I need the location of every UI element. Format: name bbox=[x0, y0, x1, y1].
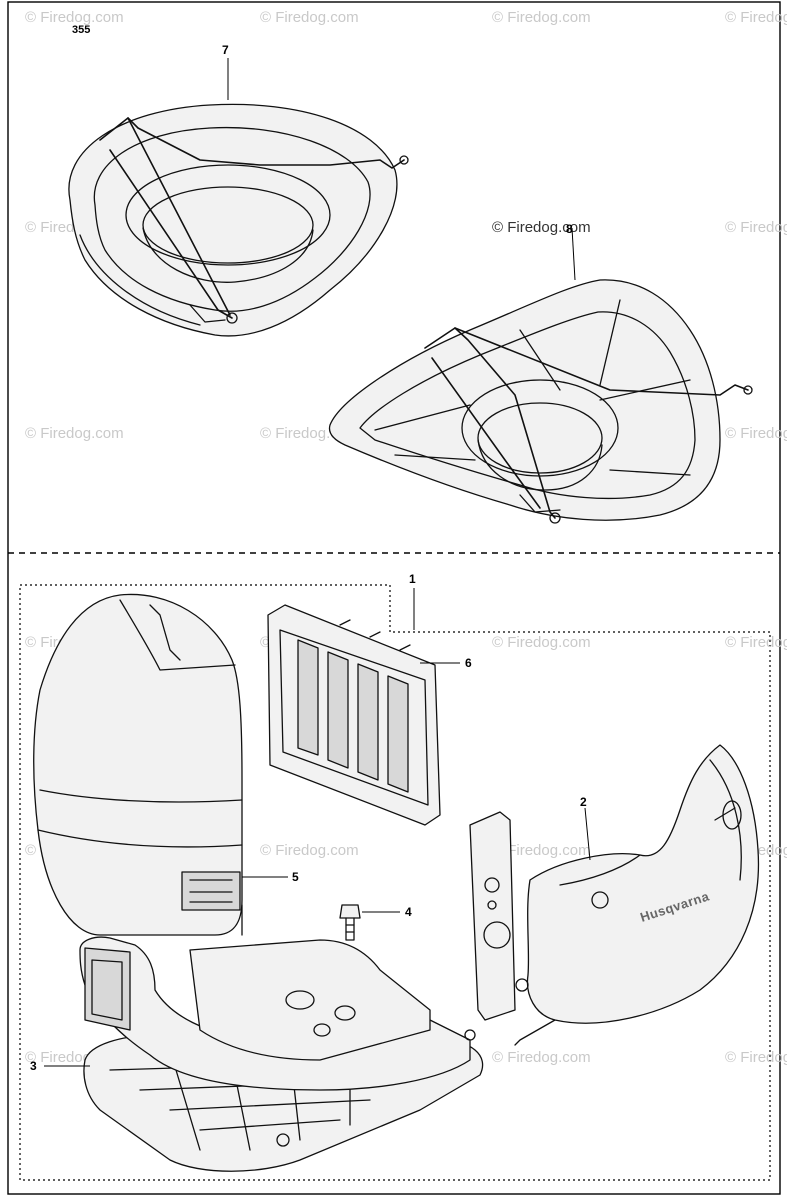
watermark: © Firedog.com bbox=[725, 425, 787, 442]
watermark: © Firedog.com bbox=[492, 219, 591, 236]
watermark: © Firedog.com bbox=[492, 9, 591, 26]
watermark: © Firedog.com bbox=[725, 634, 787, 651]
part-6-filter-element[interactable] bbox=[267, 604, 441, 826]
part-2-side-cover[interactable]: Husqvarna bbox=[469, 744, 760, 1046]
callout-2: 2 bbox=[580, 795, 587, 809]
part-4-screw[interactable] bbox=[339, 904, 361, 941]
callout-3: 3 bbox=[30, 1059, 37, 1073]
callout-1: 1 bbox=[409, 572, 416, 586]
part-7-filter-cover-oval[interactable] bbox=[68, 103, 409, 337]
watermark: © Firedog.com bbox=[260, 842, 359, 859]
outer-frame bbox=[7, 1, 781, 1195]
watermark: © Firedog.com bbox=[492, 634, 591, 651]
kit-boundary bbox=[19, 584, 771, 1181]
watermark: © Firedog.com bbox=[725, 219, 787, 236]
watermark: © Firedog.com bbox=[25, 9, 124, 26]
callout-7: 7 bbox=[222, 43, 229, 57]
watermark: © Firedog.com bbox=[725, 9, 787, 26]
callout-4: 4 bbox=[405, 905, 412, 919]
callout-5: 5 bbox=[292, 870, 299, 884]
watermark: © Firedog.com bbox=[725, 1049, 787, 1066]
callout-8: 8 bbox=[566, 222, 573, 236]
watermark: © Firedog.com bbox=[492, 1049, 591, 1066]
leader-8 bbox=[571, 227, 576, 281]
part-5-filter-housing[interactable] bbox=[33, 593, 243, 936]
leader-2 bbox=[584, 807, 591, 861]
watermark: © Firedog.com bbox=[260, 9, 359, 26]
part-3-filter-base[interactable] bbox=[79, 936, 484, 1172]
watermark: © Firedog.com bbox=[25, 425, 124, 442]
part-8-filter-cover-triangle[interactable] bbox=[328, 279, 753, 524]
watermark: © Firedog.com bbox=[492, 842, 591, 859]
callout-6: 6 bbox=[465, 656, 472, 670]
page-number: 355 bbox=[72, 24, 90, 36]
